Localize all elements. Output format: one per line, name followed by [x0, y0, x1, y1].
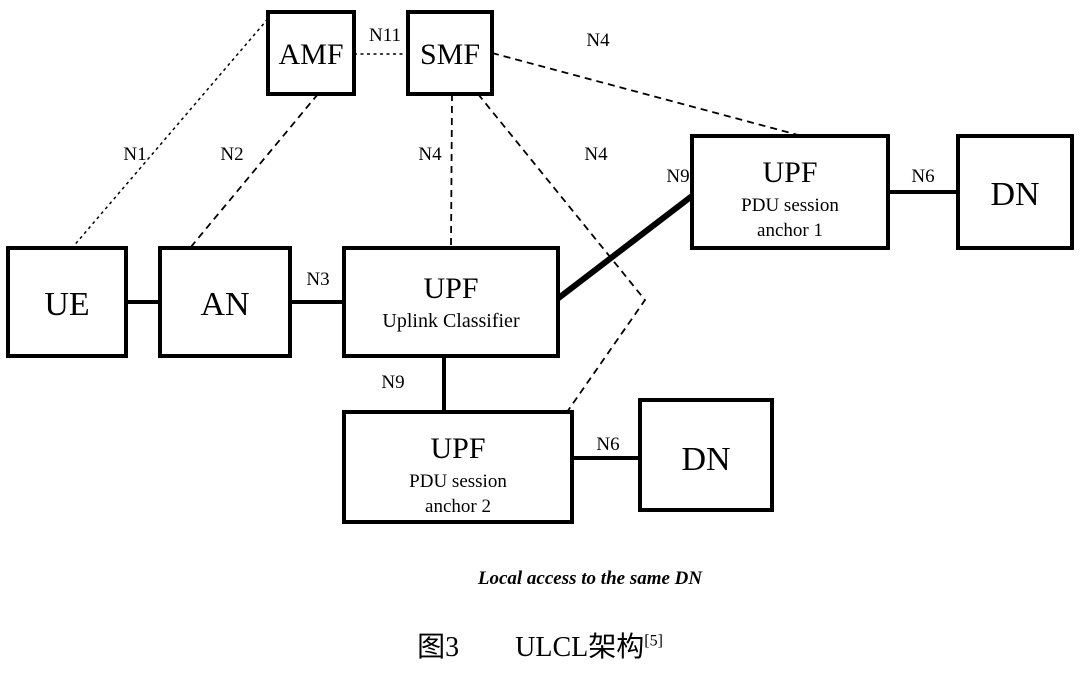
link-n9-anchor1: [554, 193, 694, 303]
link-label-n6-dn1: N6: [911, 166, 934, 187]
node-ulcl-sublabel: Uplink Classifier: [382, 310, 520, 332]
figure-reference: [5]: [644, 632, 663, 650]
link-n4-anchor2: [477, 93, 647, 413]
link-label-n4-anchor2: N4: [584, 144, 608, 165]
nodes-layer: AMF SMF UE AN UPF Uplink Classifier: [6, 10, 1074, 524]
figure-subcaption: Local access to the same DN: [477, 568, 704, 589]
node-dn-1[interactable]: DN: [956, 134, 1074, 250]
node-amf[interactable]: AMF: [266, 10, 356, 96]
node-an-label: AN: [200, 286, 249, 323]
link-label-n4-ulcl: N4: [418, 144, 442, 165]
node-smf[interactable]: SMF: [406, 10, 494, 96]
link-n4-ulcl: [450, 93, 453, 249]
link-label-n11: N11: [369, 25, 401, 46]
figure-caption-gap: [459, 632, 515, 663]
link-label-n6-dn2: N6: [596, 434, 619, 455]
node-ue-label: UE: [44, 286, 89, 323]
node-dn2-label: DN: [681, 441, 730, 478]
node-anchor2-label: UPF: [430, 432, 485, 465]
node-upf-uplink-classifier[interactable]: UPF Uplink Classifier: [342, 246, 560, 358]
link-label-n2: N2: [220, 144, 243, 165]
node-anchor1-sublabel-2: anchor 1: [757, 220, 823, 241]
node-smf-label: SMF: [420, 38, 480, 71]
node-anchor2-sublabel-1: PDU session: [409, 471, 507, 492]
node-ue[interactable]: UE: [6, 246, 128, 358]
node-dn1-label: DN: [990, 176, 1039, 213]
node-upf-anchor-1[interactable]: UPF PDU session anchor 1: [690, 134, 890, 250]
link-n1: [71, 13, 273, 249]
link-n2: [189, 93, 319, 249]
link-label-n9-anchor1: N9: [666, 166, 689, 187]
links-layer: [71, 13, 958, 460]
figure-caption: 图3 ULCL架构[5]: [0, 625, 1080, 665]
link-label-n3: N3: [306, 269, 329, 290]
node-anchor1-label: UPF: [762, 156, 817, 189]
node-dn-2[interactable]: DN: [638, 398, 774, 512]
link-n4-anchor1: [491, 52, 803, 137]
node-ulcl-label: UPF: [423, 272, 478, 305]
figure-title: ULCL架构: [515, 632, 645, 663]
node-amf-label: AMF: [278, 38, 343, 71]
node-anchor1-sublabel-1: PDU session: [741, 195, 839, 216]
link-label-n9-anchor2: N9: [381, 372, 404, 393]
figure-number: 图3: [417, 632, 460, 663]
link-label-n4-anchor1: N4: [586, 30, 610, 51]
link-label-n1: N1: [123, 144, 146, 165]
link-labels-layer: N11 N1 N2 N4 N4 N4 N3 N9 N9 N6 N6: [123, 25, 934, 455]
node-upf-anchor-2[interactable]: UPF PDU session anchor 2: [342, 410, 574, 524]
node-an[interactable]: AN: [158, 246, 292, 358]
node-anchor2-sublabel-2: anchor 2: [425, 496, 491, 517]
